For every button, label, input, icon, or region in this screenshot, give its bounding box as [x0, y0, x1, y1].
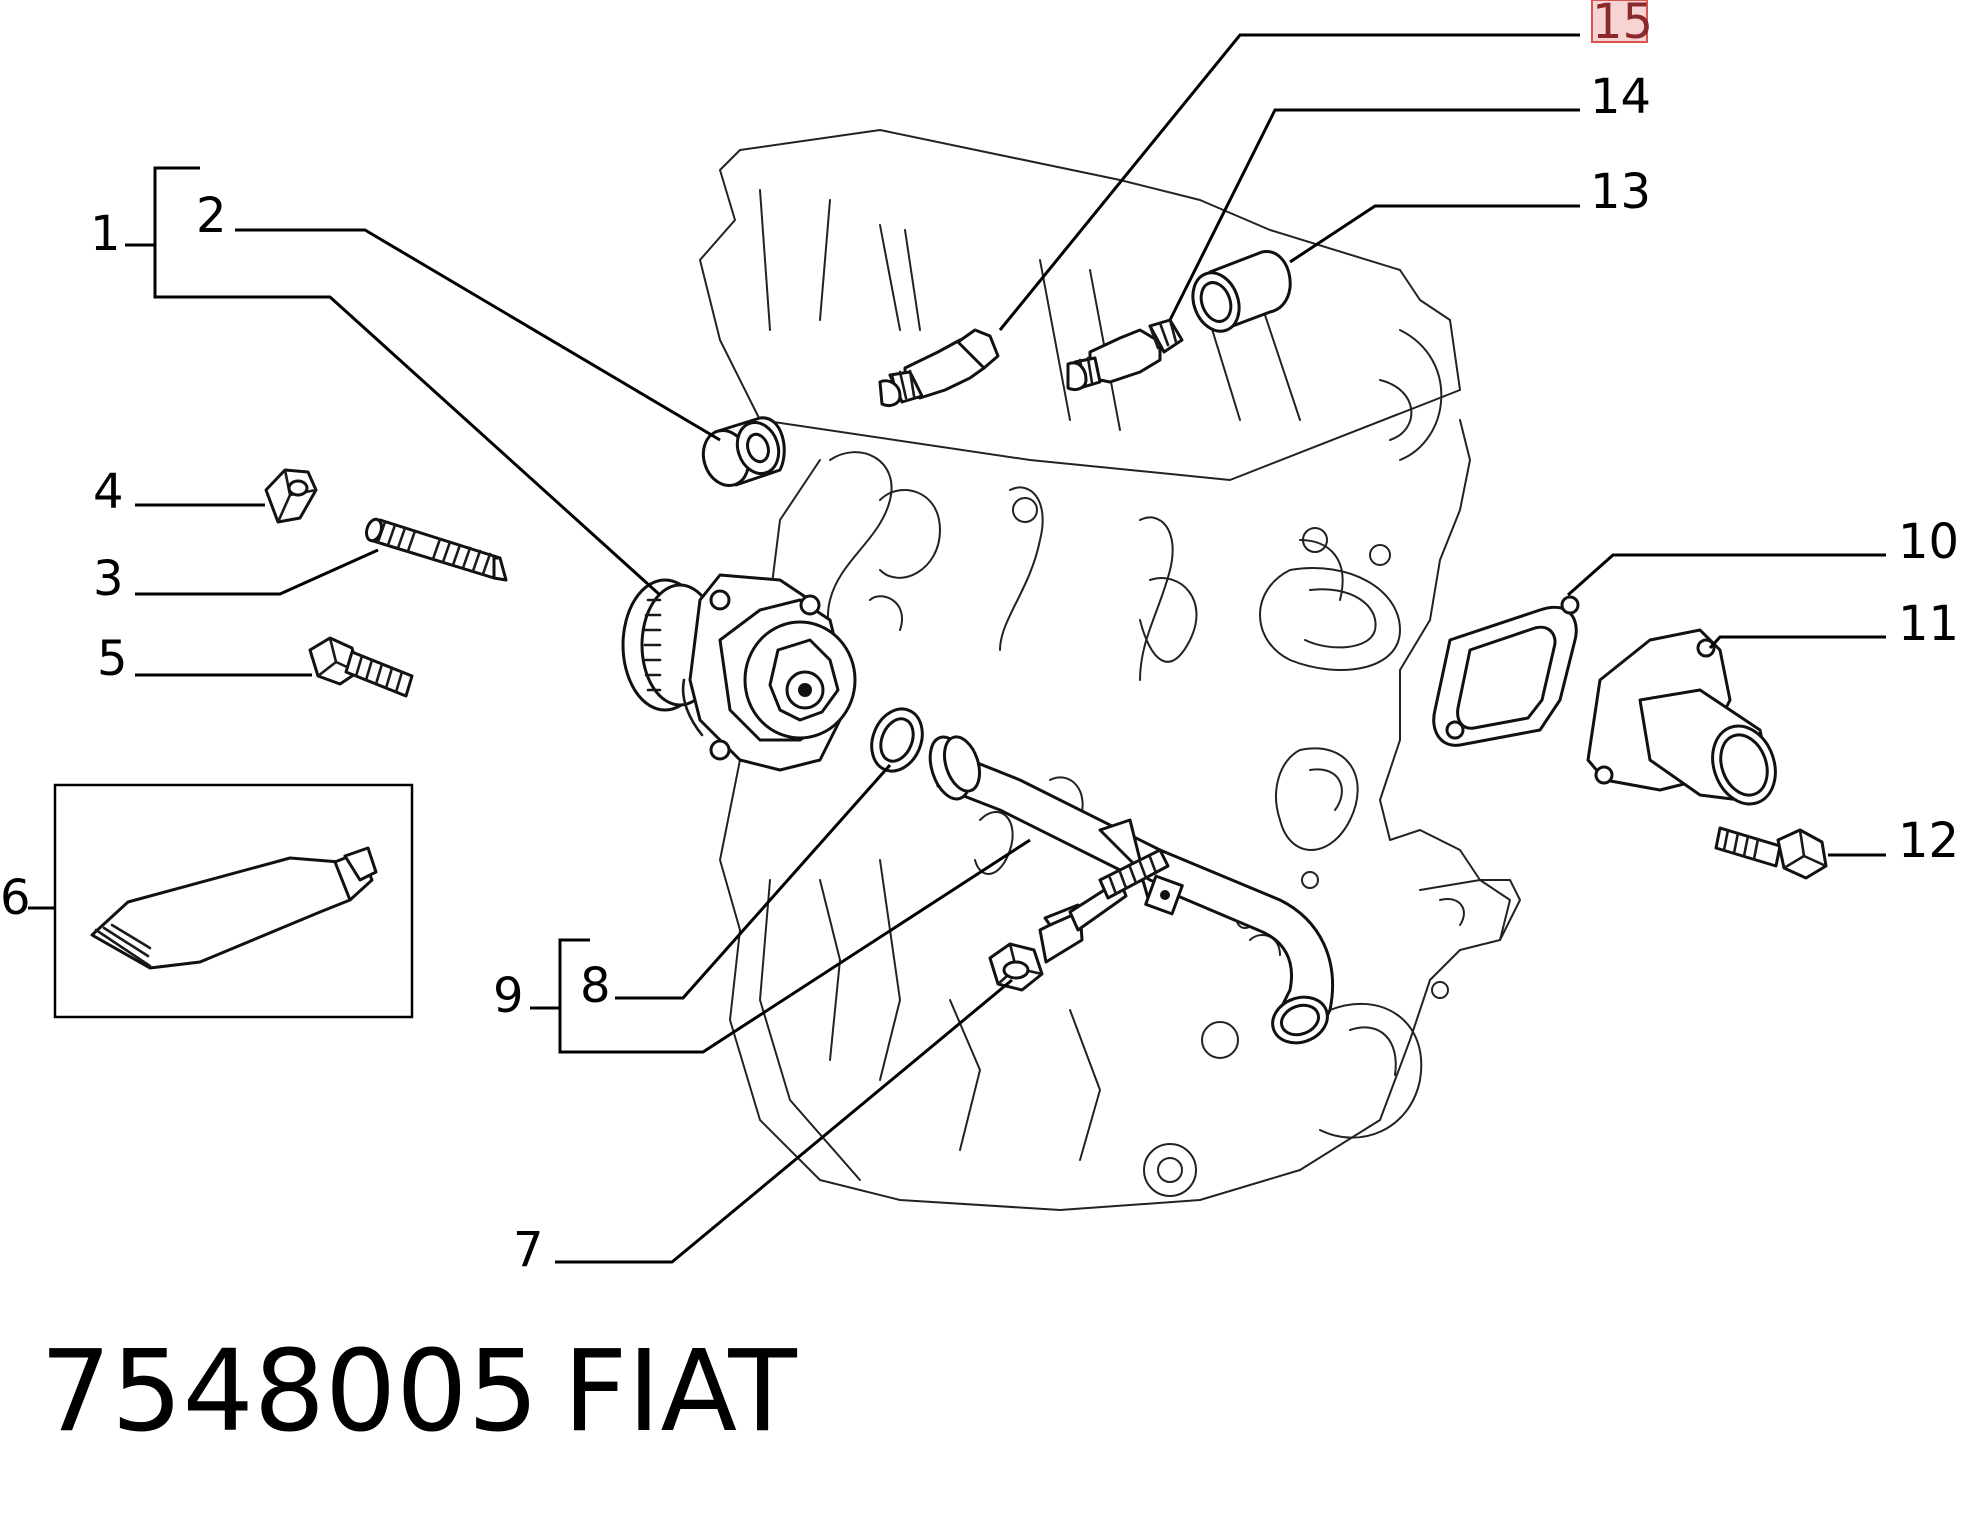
leader-9 — [558, 838, 1031, 1054]
callout-15-highlight — [1591, 0, 1648, 43]
callout-12: 12 — [1898, 813, 1959, 869]
callout-6: 6 — [0, 870, 31, 926]
leader-15 — [998, 33, 1580, 331]
callout-8: 8 — [580, 958, 611, 1014]
leader-11 — [1708, 635, 1886, 650]
stud-part-3 — [365, 517, 508, 582]
callout-2: 2 — [196, 188, 227, 244]
coolant-pipe-part-9 — [928, 735, 1335, 1045]
o-ring-part-8 — [870, 707, 924, 773]
thermostat-housing-part-11 — [1586, 628, 1777, 806]
callout-4: 4 — [93, 464, 124, 520]
callout-5: 5 — [97, 631, 128, 687]
callout-15: 15 — [1592, 0, 1653, 50]
brand-name: FIAT — [563, 1327, 797, 1457]
leader-lines — [28, 33, 1886, 1264]
callout-11: 11 — [1898, 596, 1959, 652]
thermostat-gasket-part-10 — [1432, 595, 1580, 747]
callout-14: 14 — [1590, 69, 1651, 125]
leader-14 — [1168, 108, 1580, 321]
leader-3 — [135, 548, 379, 596]
callout-9: 9 — [493, 968, 524, 1024]
bolt-part-7 — [988, 848, 1170, 992]
leader-8 — [615, 764, 892, 1000]
callout-7: 7 — [513, 1222, 544, 1278]
bolt-part-12 — [1714, 826, 1828, 880]
leader-13 — [1289, 204, 1580, 264]
part-number: 7548005 — [40, 1327, 539, 1457]
sealant-tube-part-6 — [53, 783, 414, 1019]
leader-1 — [153, 166, 662, 597]
callout-numbers: 1 2 3 4 5 6 7 8 9 10 11 12 13 14 15 — [0, 0, 1959, 1278]
water-pump-part-1 — [621, 573, 857, 772]
callout-13: 13 — [1590, 164, 1651, 220]
footer: 7548005 FIAT — [40, 1327, 797, 1457]
bushing-part-2 — [701, 416, 786, 487]
pressure-switch-part-14 — [1066, 318, 1184, 392]
nut-part-4 — [264, 468, 318, 524]
temperature-sender-part-15 — [878, 328, 1000, 408]
leader-10 — [1567, 553, 1886, 597]
expansion-plug-part-13 — [1191, 250, 1292, 333]
bolt-part-5 — [308, 636, 414, 698]
callout-1: 1 — [90, 206, 121, 262]
engine-block-outline — [699, 129, 1521, 1211]
sealant-box — [53, 783, 414, 1019]
leader-7 — [555, 978, 1013, 1264]
callout-3: 3 — [93, 551, 124, 607]
leader-2 — [235, 228, 721, 442]
callout-10: 10 — [1898, 514, 1959, 570]
